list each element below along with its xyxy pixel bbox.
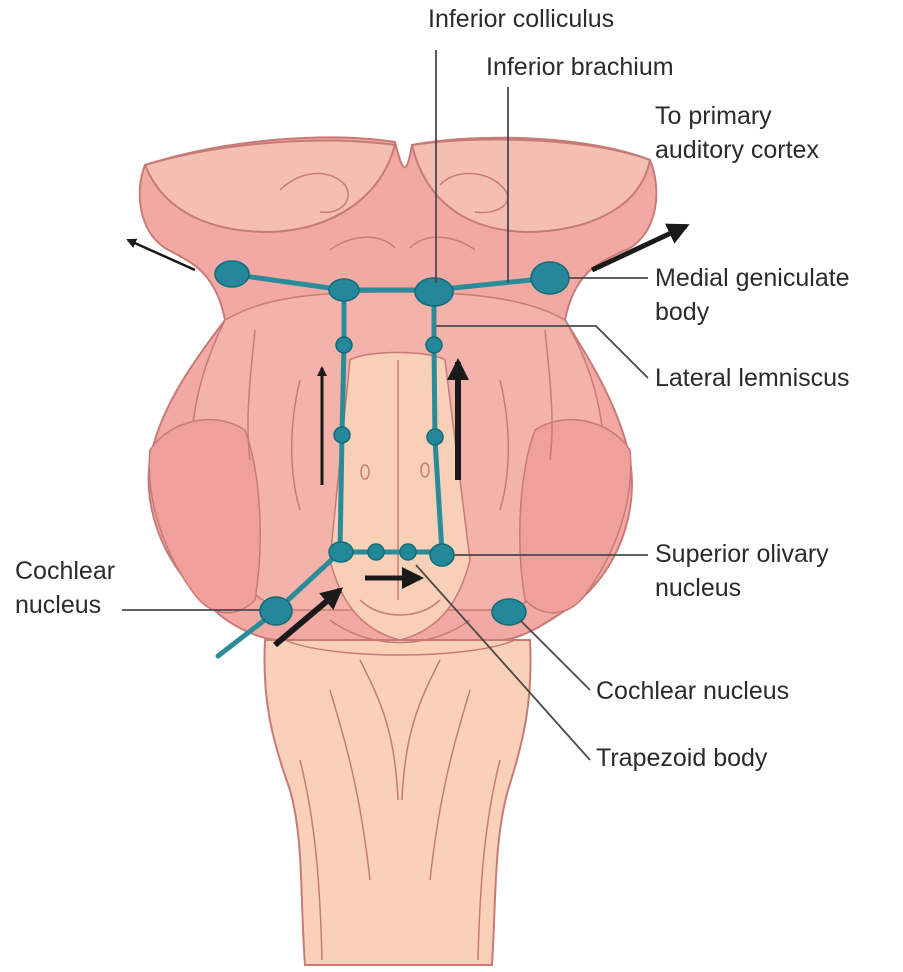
right-inferior-colliculus-node — [415, 278, 453, 306]
label-superior-olivary-nucleus: Superior olivary nucleus — [655, 537, 829, 605]
label-inferior-brachium: Inferior brachium — [486, 50, 674, 84]
trapezoid-node-1 — [368, 544, 384, 560]
right-lemniscus-node-lower — [427, 429, 443, 445]
label-medial-geniculate-body: Medial geniculate body — [655, 261, 850, 329]
label-trapezoid-body: Trapezoid body — [596, 741, 767, 775]
left-lemniscus-node-upper — [336, 337, 352, 353]
trapezoid-node-2 — [400, 544, 416, 560]
right-medial-geniculate-node — [531, 262, 569, 294]
label-lateral-lemniscus: Lateral lemniscus — [655, 361, 850, 395]
left-medial-geniculate-node — [215, 261, 249, 287]
left-superior-olive-node — [329, 542, 353, 562]
right-superior-olive-node — [430, 544, 454, 566]
left-inferior-colliculus-node — [329, 279, 359, 301]
right-lemniscus-node-upper — [426, 337, 442, 353]
label-cochlear-nucleus-right: Cochlear nucleus — [596, 674, 789, 708]
label-cochlear-nucleus-left: Cochlear nucleus — [15, 554, 115, 622]
left-cochlear-nucleus-node — [260, 597, 292, 625]
left-cerebellar-peduncle — [149, 420, 260, 613]
medulla-center — [330, 353, 470, 641]
label-inferior-colliculus: Inferior colliculus — [428, 2, 614, 36]
left-lemniscus-node-lower — [334, 427, 350, 443]
right-cerebellar-peduncle — [520, 420, 631, 613]
label-to-primary-auditory-cortex: To primary auditory cortex — [655, 99, 819, 167]
